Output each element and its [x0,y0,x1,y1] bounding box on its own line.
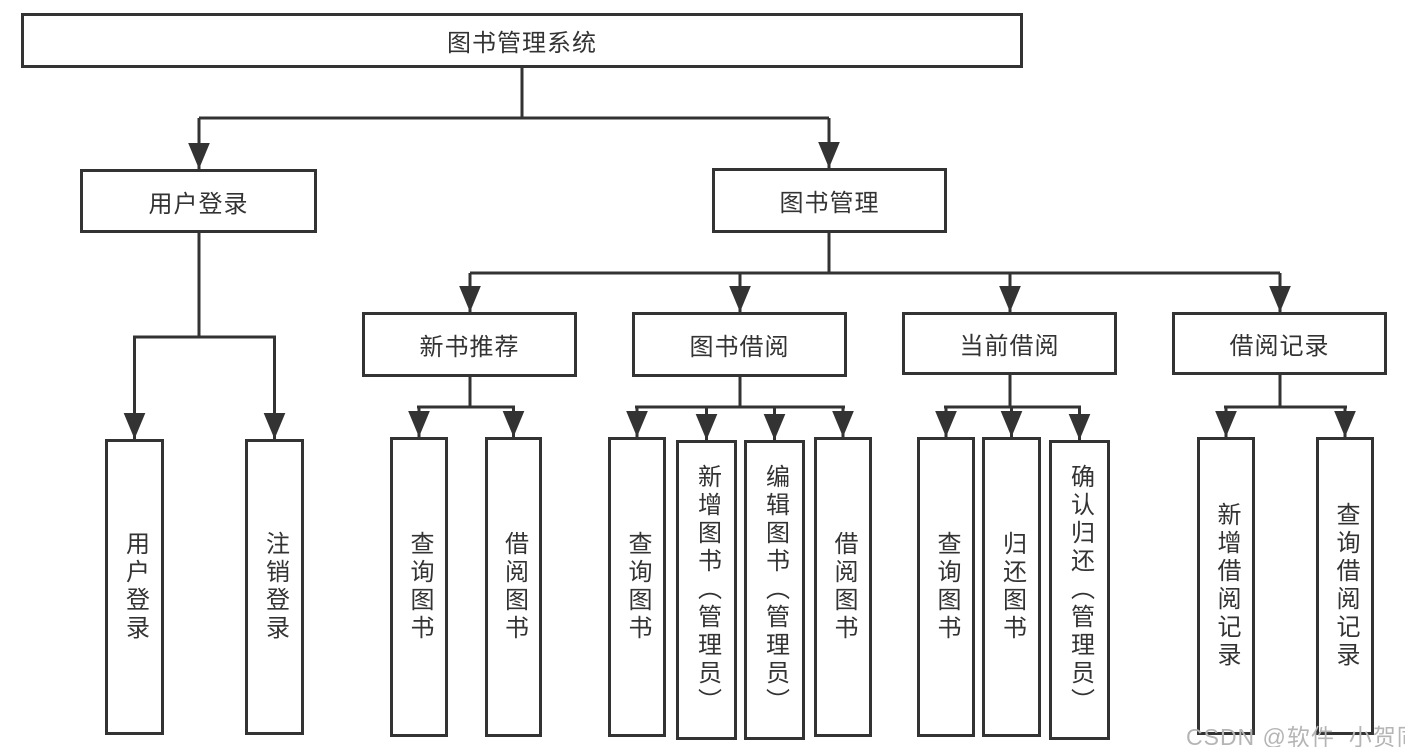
node-book-management: 图书管理 [712,168,947,233]
leaf-rec-query-book-label: 查询图书 [406,531,433,643]
leaf-user-login: 用户登录 [105,439,164,735]
node-book-borrow: 图书借阅 [632,312,847,377]
leaf-logout-label: 注销登录 [261,531,289,643]
leaf-cb-confirm-return-admin: 确认归还（管理员） [1049,440,1110,740]
leaf-bb-borrow-book: 借阅图书 [814,437,872,737]
node-current-borrow: 当前借阅 [902,312,1117,375]
node-root-system: 图书管理系统 [21,13,1023,68]
leaf-br-add-record: 新增借阅记录 [1197,437,1255,735]
leaf-bb-add-book-admin-label: 新增图书（管理员） [693,464,721,716]
leaf-cb-return-book: 归还图书 [982,437,1041,737]
leaf-br-query-record: 查询借阅记录 [1316,437,1374,735]
leaf-cb-query-book: 查询图书 [917,437,975,737]
leaf-bb-edit-book-admin-label: 编辑图书（管理员） [761,464,789,716]
leaf-bb-query-book-label: 查询图书 [624,531,651,643]
leaf-bb-borrow-book-label: 借阅图书 [830,531,857,643]
leaf-bb-edit-book-admin: 编辑图书（管理员） [744,440,805,740]
leaf-cb-confirm-return-admin-label: 确认归还（管理员） [1066,464,1094,716]
leaf-user-login-label: 用户登录 [121,531,149,643]
leaf-cb-query-book-label: 查询图书 [933,531,960,643]
node-user-login: 用户登录 [80,169,317,233]
node-new-book-recommend: 新书推荐 [362,312,577,377]
connector-trunks [133,68,1347,409]
leaf-bb-add-book-admin: 新增图书（管理员） [676,440,737,740]
leaf-br-query-record-label: 查询借阅记录 [1332,502,1359,670]
connector-arrows [123,118,1356,440]
leaf-br-add-record-label: 新增借阅记录 [1213,502,1240,670]
leaf-rec-borrow-book: 借阅图书 [485,437,542,737]
node-borrow-records: 借阅记录 [1172,312,1387,375]
csdn-watermark: CSDN @软件_小贺同学 [1186,724,1405,747]
leaf-bb-query-book: 查询图书 [608,437,666,737]
leaf-cb-return-book-label: 归还图书 [998,531,1026,643]
leaf-rec-borrow-book-label: 借阅图书 [500,531,528,643]
leaf-logout: 注销登录 [245,439,304,735]
leaf-rec-query-book: 查询图书 [390,437,448,737]
